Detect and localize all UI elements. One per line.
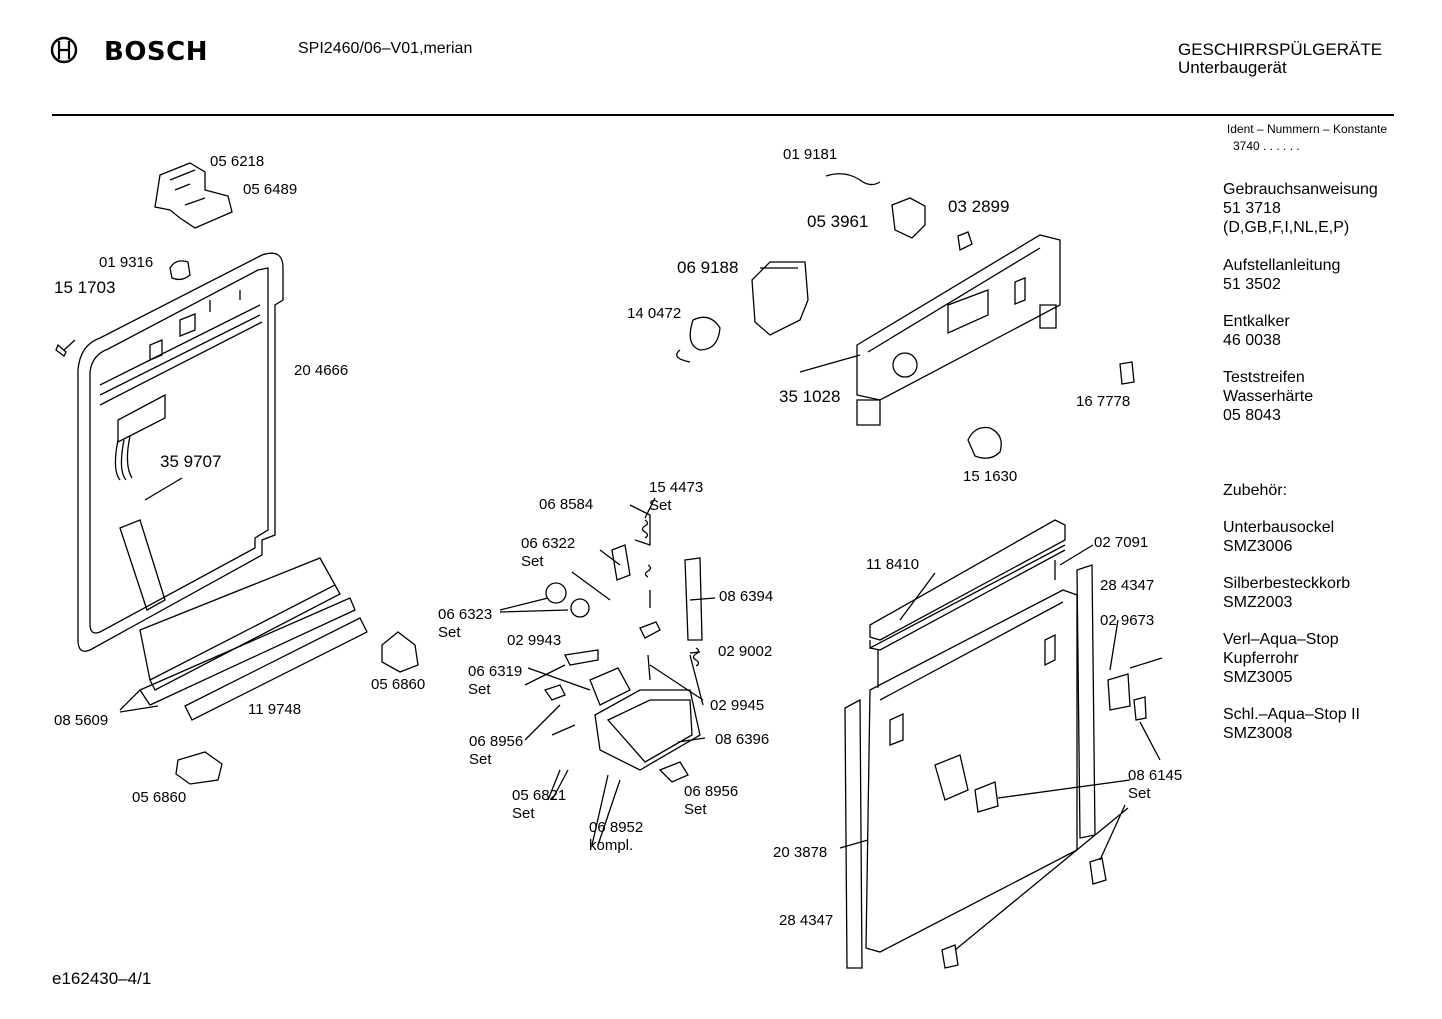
model-number: SPI2460/06–V01,merian [298, 40, 473, 57]
dispenser-body [594, 689, 701, 771]
sidebar-group: Zubehör: [1223, 482, 1288, 499]
lock-part [934, 754, 969, 801]
corner-clip [1133, 696, 1147, 721]
part-label: 01 9316 [99, 254, 154, 271]
ident-label: Ident – Nummern – Konstante [1226, 122, 1387, 136]
part-label: 01 9181 [783, 146, 838, 163]
holder-part [891, 197, 926, 239]
spring-2 [692, 647, 700, 667]
part-label: 35 9707 [160, 452, 222, 471]
brand-name: BOSCH [104, 37, 208, 67]
screw-part [55, 339, 76, 357]
part-label: 03 2899 [948, 197, 1010, 216]
small-clip [1119, 361, 1135, 385]
part-label: 16 7778 [1076, 393, 1131, 410]
hinge-bracket [1107, 657, 1163, 711]
latch-plate [974, 781, 999, 813]
part-label: 02 9673 [1100, 612, 1155, 629]
dispenser-lid [589, 667, 631, 706]
foot-part-2 [175, 751, 223, 785]
ring-part-2 [570, 598, 590, 618]
panel-knob [892, 352, 918, 378]
part-label: 14 0472 [627, 305, 682, 322]
pin-part [543, 684, 576, 736]
part-label: 20 4666 [294, 362, 349, 379]
part-label: 28 4347 [779, 912, 834, 929]
header-divider [52, 114, 1394, 116]
part-label: 28 4347 [1100, 577, 1155, 594]
part-label: 11 8410 [866, 556, 920, 573]
part-label: 05 3961 [807, 212, 869, 231]
bottom-clip-2 [1089, 857, 1107, 885]
part-label: 08 6396 [715, 731, 770, 748]
part-label: 15 1703 [54, 278, 116, 297]
part-label: 05 6860 [371, 676, 426, 693]
panel-foot [856, 304, 1057, 426]
hinge-part [658, 761, 689, 783]
button-part [957, 231, 973, 251]
part-label: 02 9002 [718, 643, 773, 660]
part-label: 02 7091 [1094, 534, 1149, 551]
bottom-clip-1 [941, 944, 959, 969]
side-strip-right [1076, 564, 1096, 839]
bosch-logo-icon [50, 36, 78, 64]
ident-constant: 3740 . . . . . . [1233, 139, 1300, 153]
part-label: 02 9943 [507, 632, 562, 649]
part-label: 06 9188 [677, 258, 739, 277]
rotary-knob [967, 426, 1002, 459]
part-label: 20 3878 [773, 844, 828, 861]
part-label: 05 6218 [210, 153, 265, 170]
knob-spring [676, 316, 721, 363]
spring-1 [641, 519, 652, 578]
part-label: 35 1028 [779, 387, 841, 406]
bottom-strip [139, 557, 341, 691]
part-label: 02 9945 [710, 697, 765, 714]
clip-part [169, 260, 191, 281]
part-label: 08 6394 [719, 588, 774, 605]
cable-part [825, 173, 881, 186]
bracket-part [154, 162, 233, 229]
bottom-seal [139, 597, 356, 706]
category-subtitle: Unterbaugerät [1178, 58, 1287, 77]
program-selector [751, 261, 809, 336]
part-label: 05 6860 [132, 789, 187, 806]
part-label: 15 1630 [963, 468, 1018, 485]
lever-part [611, 504, 651, 581]
foot-part-1 [381, 631, 419, 673]
screw-2 [647, 590, 651, 681]
side-strip-left [844, 698, 863, 969]
part-label: 08 5609 [54, 712, 109, 729]
inner-door-panel [77, 252, 284, 652]
category-title: GESCHIRRSPÜLGERÄTE [1178, 40, 1383, 59]
part-label: 06 8584 [539, 496, 594, 513]
part-label: 05 6489 [243, 181, 298, 198]
bottom-rail [184, 617, 368, 721]
ring-part-1 [545, 582, 567, 604]
dispenser-seal [564, 649, 599, 666]
control-panel [856, 234, 1061, 401]
drawing-id: e162430–4/1 [52, 969, 152, 988]
bracket-right [684, 557, 703, 641]
upper-trim [869, 519, 1066, 651]
small-latch [639, 621, 661, 639]
part-label: 11 9748 [248, 701, 302, 718]
